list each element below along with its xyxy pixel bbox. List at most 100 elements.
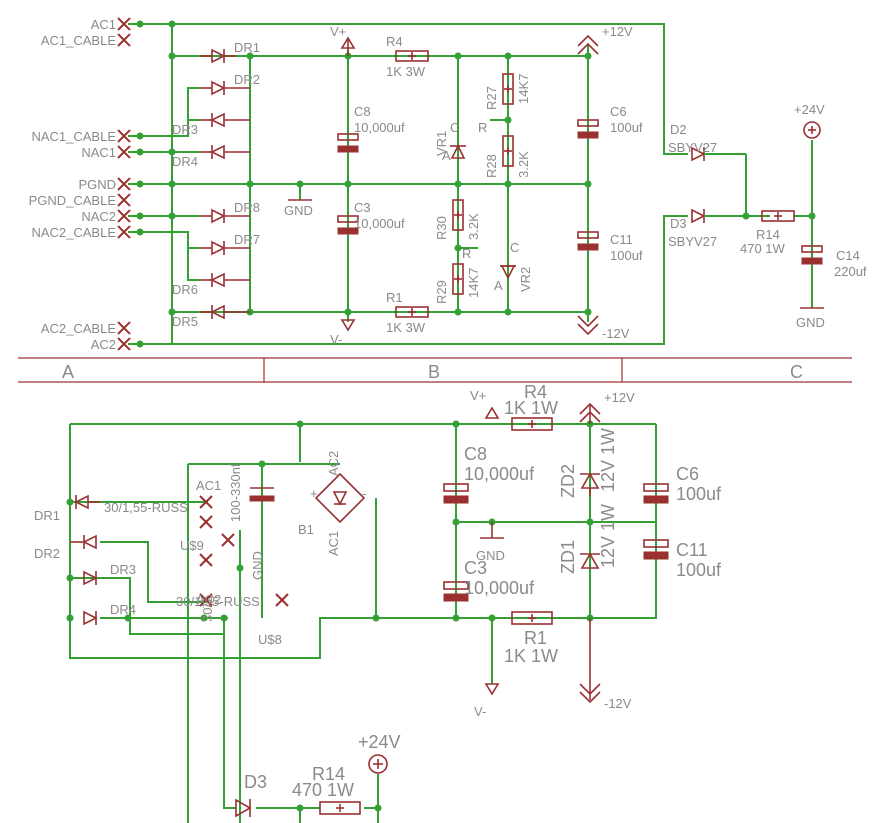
label-c14-top: C14 — [836, 248, 860, 263]
label-r4v-top: 1K 3W — [386, 64, 426, 79]
label-c6v-top: 100uf — [610, 120, 643, 135]
label-pgnd: PGND — [78, 177, 116, 192]
bottom-connector-marks — [199, 495, 289, 607]
label-russ-2: 30/1,55-RUSS — [176, 594, 260, 609]
top-junctions — [136, 20, 816, 348]
label-c8-top: C8 — [354, 104, 371, 119]
label-dr2-bottom: DR2 — [34, 546, 60, 561]
label-d3-bottom: D3 — [244, 772, 267, 792]
label-vr2-pin-c: C — [510, 240, 519, 255]
r30-symbol — [452, 199, 464, 231]
label-r14v-top: 470 1W — [740, 241, 786, 256]
zone-c: C — [790, 362, 803, 382]
c6-bottom-symbol — [643, 483, 669, 504]
label-dr4-bottom: DR4 — [110, 602, 136, 617]
label-zd2v: 12V 1W — [598, 428, 618, 492]
label-us8: U$8 — [258, 632, 282, 647]
c8-top-symbol — [337, 133, 359, 153]
label-dr1: DR1 — [234, 40, 260, 55]
label-m12-top: -12V — [602, 326, 630, 341]
bridge-diodes-top — [200, 48, 250, 320]
label-vplus-bottom: V+ — [470, 388, 486, 403]
label-r30v: 3.2K — [466, 213, 481, 240]
bottom-layout: DR1 DR2 DR3 DR4 30/1,55-RUSS 30/1,55-RUS… — [34, 382, 722, 823]
c11-bottom-symbol — [643, 539, 669, 560]
zone-b: B — [428, 362, 440, 382]
label-r27: R27 — [484, 86, 499, 110]
label-r28: R28 — [484, 154, 499, 178]
label-dr2: DR2 — [234, 72, 260, 87]
label-gnd-bottom: GND — [476, 548, 505, 563]
p24-bottom-symbol — [368, 754, 388, 774]
label-dr5: DR5 — [172, 314, 198, 329]
label-vr1: VR1 — [434, 131, 449, 156]
r1-bottom-symbol — [511, 611, 553, 625]
label-b1-plus: + — [310, 486, 318, 501]
label-dr8: DR8 — [234, 200, 260, 215]
label-r1-top: R1 — [386, 290, 403, 305]
label-us9: U$9 — [180, 538, 204, 553]
label-c6v-bottom: 100uf — [676, 484, 722, 504]
label-gnd-small: GND — [250, 551, 265, 580]
r27-symbol — [502, 73, 514, 105]
label-b1-ac1: AC1 — [326, 531, 341, 556]
label-p12-top: +12V — [602, 24, 633, 39]
label-c3v-top: 10,000uf — [354, 216, 405, 231]
label-c8v-top: 10,000uf — [354, 120, 405, 135]
m12-bottom-symbol — [579, 618, 601, 704]
vr1-symbol — [450, 144, 466, 159]
label-nac1: NAC1 — [81, 145, 116, 160]
diode-dr2-symbol — [200, 80, 250, 96]
label-vr1-pin-c: C — [450, 120, 459, 135]
diode-dr6-symbol — [200, 272, 250, 288]
vminus-bottom-symbol — [484, 683, 500, 696]
label-r4v-bottom: 1K 1W — [504, 398, 558, 418]
label-vr1-pin-r: R — [478, 120, 487, 135]
label-cap-value: 100-330nf — [228, 463, 243, 522]
label-c11v-top: 100uf — [610, 248, 643, 263]
diode-dr4-symbol — [200, 144, 250, 160]
label-dr4: DR4 — [172, 154, 198, 169]
label-zd2: ZD2 — [558, 464, 578, 498]
diode-dr3-symbol — [200, 112, 250, 128]
d3-top-symbol — [691, 208, 720, 224]
label-ac2-cable: AC2_CABLE — [41, 321, 116, 336]
m12-arrow-symbol — [577, 315, 599, 336]
r14-top-symbol — [761, 210, 795, 222]
label-r4-top: R4 — [386, 34, 403, 49]
r29-symbol — [452, 263, 464, 295]
label-c8-bottom: C8 — [464, 444, 487, 464]
label-r14-bottom: R14 — [312, 764, 345, 784]
label-c11v-bottom: 100uf — [676, 560, 722, 580]
label-gnd-top: GND — [284, 203, 313, 218]
label-r29: R29 — [434, 280, 449, 304]
film-cap-symbol — [249, 487, 275, 502]
label-c3v-bottom: 10,000uf — [464, 578, 535, 598]
c8-bottom-symbol — [443, 483, 469, 504]
vplus-symbol — [340, 36, 356, 56]
label-vr2: VR2 — [518, 267, 533, 292]
label-r4-bottom: R4 — [524, 382, 547, 402]
label-c11-top: C11 — [610, 232, 633, 247]
label-ac1-bottom: AC1 — [196, 478, 221, 493]
c3-top-symbol — [337, 215, 359, 235]
label-b1: B1 — [298, 522, 314, 537]
label-b1-ac2: AC2 — [326, 451, 341, 476]
vplus-bottom-symbol — [484, 406, 500, 419]
label-nac2-cable: NAC2_CABLE — [31, 225, 116, 240]
c11-top-symbol — [577, 231, 599, 251]
zone-a: A — [62, 362, 74, 382]
vminus-symbol — [340, 319, 356, 332]
d3-bottom-symbol — [235, 798, 252, 818]
label-p12-bottom: +12V — [604, 390, 635, 405]
label-r27v: 14K7 — [516, 74, 531, 104]
label-c6-top: C6 — [610, 104, 627, 119]
label-c14v-top: 220uf — [834, 264, 867, 279]
zd2-symbol — [580, 472, 600, 496]
label-zd1: ZD1 — [558, 540, 578, 574]
r28-symbol — [502, 135, 514, 167]
drawing-frame — [18, 357, 852, 383]
label-ac2: AC2 — [91, 337, 116, 352]
r1-top-symbol — [395, 306, 429, 318]
